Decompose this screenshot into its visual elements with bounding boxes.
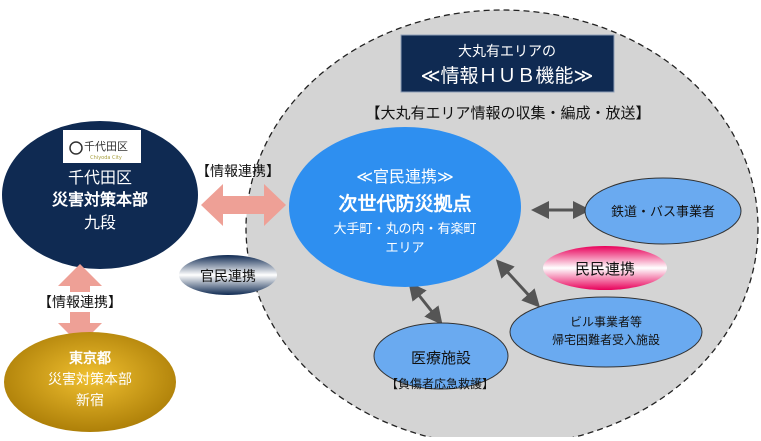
- center-line2: 次世代防災拠点: [338, 192, 471, 215]
- medical-label: 医療施設: [411, 349, 471, 367]
- chiyoda-line2: 災害対策本部: [52, 190, 148, 209]
- building-line2: 帰宅困難者受入施設: [552, 332, 660, 347]
- tokyo-line2: 災害対策本部: [48, 371, 132, 388]
- logo-sub: Chiyoda City: [90, 155, 122, 161]
- chiyoda-logo: [63, 130, 141, 163]
- center-line3: 大手町・丸の内・有楽町: [333, 221, 476, 237]
- hub-box: 大丸有エリアの ≪情報ＨＵＢ機能≫: [400, 34, 615, 93]
- hub-line1: 大丸有エリアの: [458, 44, 556, 60]
- center-line4: エリア: [385, 241, 424, 256]
- center-line1: ≪官民連携≫: [356, 167, 454, 186]
- private-private-badge: 民民連携: [543, 246, 667, 290]
- chiyoda-line1: 千代田区: [68, 168, 132, 187]
- rail-node: 鉄道・バス事業者: [584, 177, 742, 245]
- tokyo-node: 東京都 災害対策本部 新宿: [4, 332, 176, 432]
- building-line1: ビル事業者等: [570, 315, 642, 329]
- hub-subtitle: 【大丸有エリア情報の収集・編成・放送】: [365, 104, 650, 122]
- info-arrow-horizontal: [201, 184, 286, 226]
- hub-line2: ≪情報ＨＵＢ機能≫: [421, 65, 594, 87]
- rail-label: 鉄道・バス事業者: [611, 204, 715, 220]
- info-label-vertical: 【情報連携】: [38, 295, 122, 311]
- info-label-horizontal: 【情報連携】: [196, 164, 280, 180]
- info-label-bg: [22, 292, 140, 312]
- public-private-label: 官民連携: [200, 269, 256, 285]
- tokyo-line3: 新宿: [76, 392, 104, 409]
- medical-node: 医療施設 【負傷者応急救護】: [373, 322, 509, 391]
- chiyoda-emblem-icon: [69, 141, 83, 155]
- public-private-badge: 官民連携: [179, 255, 277, 295]
- medical-note: 【負傷者応急救護】: [386, 376, 494, 391]
- connector-building: [495, 259, 541, 308]
- connector-medical: [408, 281, 443, 326]
- tokyo-line1: 東京都: [69, 350, 111, 367]
- private-private-label: 民民連携: [575, 260, 635, 278]
- chiyoda-line3: 九段: [84, 213, 116, 232]
- building-node: ビル事業者等 帰宅困難者受入施設: [509, 296, 703, 368]
- logo-text: 千代田区: [84, 140, 128, 153]
- center-hub-node: ≪官民連携≫ 次世代防災拠点 大手町・丸の内・有楽町 エリア: [289, 127, 521, 287]
- chiyoda-node: 千代田区 Chiyoda City 千代田区 災害対策本部 九段: [2, 121, 198, 269]
